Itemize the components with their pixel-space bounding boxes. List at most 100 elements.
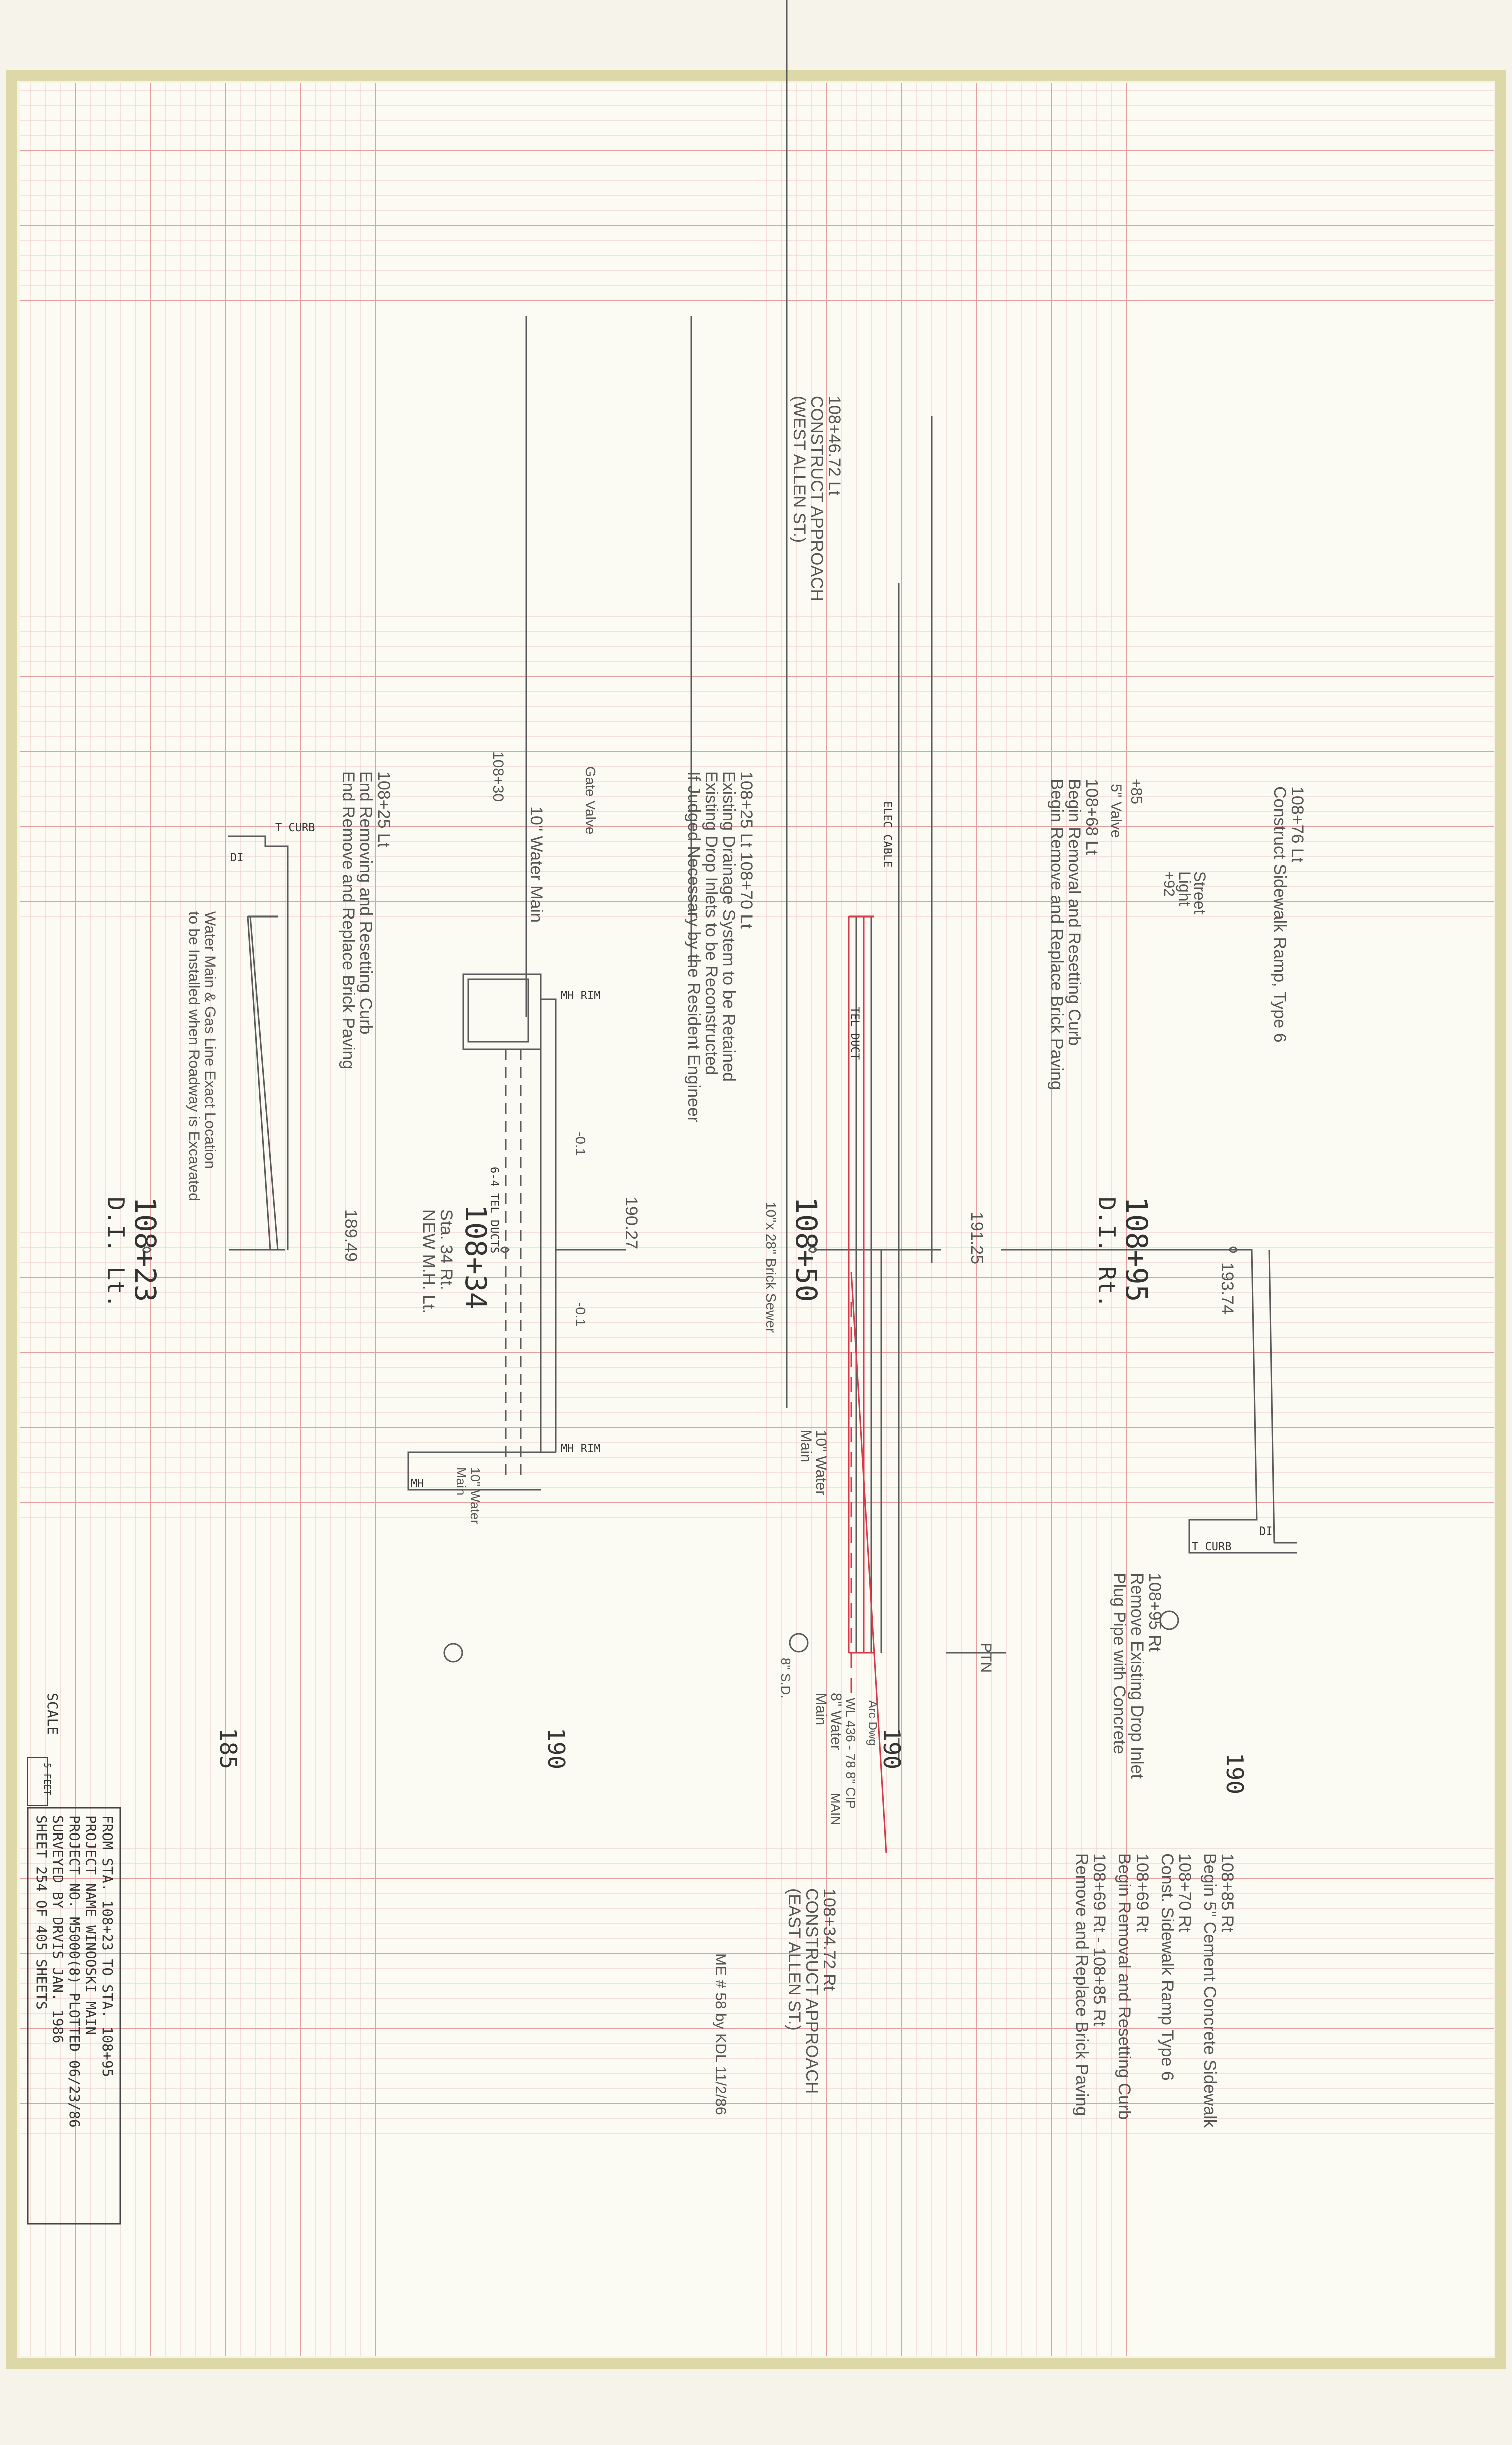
station-108-34-sub: Sta. 34 Rt. [437,1209,456,1290]
note-8in-water: 8" Water [828,1693,844,1750]
station-108-23: 108+23 [128,1197,162,1302]
note-ramp-type-6: Construct Sidewalk Ramp, Type 6 [1270,786,1289,1043]
title-block-frame [27,1807,121,2225]
tick-108-50 [808,1246,818,1253]
graph-grid-major [20,83,1494,2356]
label-elec-cable: ELEC CABLE [881,801,893,867]
tick-108-23 [142,1246,152,1253]
drawing-linework [142,583,1297,1765]
di-left-inner-a [247,916,271,1250]
elev-190-top: 190 [1221,1753,1248,1794]
note-east-allen-st: (EAST ALLEN ST.) [785,1888,804,2031]
note-plus-85: +85 [1128,779,1145,804]
note-existing-drop-inlets: Existing Drop Inlets to be Reconstructed [702,771,721,1075]
note-remove-di-sta: 108+95 Rt [1145,1573,1164,1652]
note-resident-engineer: If Judged Necessary by the Resident Engi… [684,771,703,1122]
station-108-34-elev: 190.27 [622,1197,641,1249]
note-existing-sta: 108+25 Lt 108+70 Lt [737,771,756,929]
label-red-pipe-main: MAIN [828,1793,843,1825]
label-ducts: 6-4 TEL DUCTS [488,1167,500,1253]
rotated-drawing [525,0,933,1408]
station-108-95-elev: 193.74 [1218,1262,1237,1314]
note-8in-water-main: Main [813,1693,829,1725]
note-st-92: +92 [1161,871,1177,897]
station-108-23-sub: D.I. Lt. [102,1197,129,1308]
label-di-left: DI [230,852,244,864]
elev-190-pipe: 190 [878,1728,905,1769]
elev-190-mid: 190 [543,1728,570,1769]
red-stamp: ME # 58 by KDL 11/2/86 [712,1953,729,2115]
label-t-curb-left: T CURB [275,822,315,834]
label-di-right: DI [1259,1525,1273,1538]
station-108-95: 108+95 [1119,1197,1154,1302]
note-west-allen-st: (WEST ALLEN ST.) [790,396,809,543]
station-108-50: 108+50 [789,1197,823,1302]
manhole-box-inner [467,978,529,1043]
note-end-removing-curb: End Removing and Resetting Curb [356,771,375,1034]
note-existing-drainage: Existing Drainage System to be Retained [719,771,738,1082]
note-gate-valve: Gate Valve [583,766,598,834]
note-water-gas-line: Water Main & Gas Line Exact Location [202,911,218,1169]
note-sidewalk-sta: 108+85 Rt [1218,1853,1237,1932]
title-line-sheet: SHEET 254 OF 405 SHEETS [33,1815,50,2010]
tick-108-34 [500,1246,510,1253]
label-t-curb-right: T CURB [1192,1541,1231,1553]
label-elev-top: -0.1 [573,1132,588,1156]
label-w-main: 10" Water [468,1467,483,1524]
note-street: Street [1191,871,1209,914]
di-right-outline [1188,1249,1297,1554]
note-8in-sd: 8" S.D. [778,1658,793,1698]
note-108-76: 108+76 Lt [1288,786,1307,863]
manhole-rim-top [540,974,557,1002]
di-left-outline [228,835,289,1250]
label-red-arc: Arc Dwg [866,1700,879,1746]
note-ramp-sta: 108+70 Rt [1175,1853,1194,1932]
note-curb-sta: 108+68 Lt [1082,779,1101,855]
note-begin-removal-curb: Begin Removal and Resetting Curb [1065,779,1084,1046]
circle-marker-b [789,1633,809,1653]
tick-108-95 [1228,1246,1238,1253]
label-ptn: PTN [978,1643,994,1673]
station-108-50-elev: 191.25 [967,1212,986,1264]
red-linework [848,915,887,1854]
title-line-project-no: PROJECT NO. M5000(8) PLOTTED 06/23/86 [66,1815,83,2128]
note-light: Light [1176,871,1194,906]
title-line-project-name: PROJECT NAME WINOOSKI MAIN [83,1815,99,2035]
note-plug-pipe: Plug Pipe with Concrete [1110,1573,1129,1754]
note-valve: 5" Valve [1108,784,1124,838]
station-108-34-sub2: NEW M.H. Lt. [419,1209,438,1314]
scale-bar: SCALE 5 FEET [27,1693,61,1806]
station-108-95-sub: D.I. Rt. [1093,1197,1120,1308]
note-begin-remove-brick: Begin Remove and Replace Brick Paving [1047,779,1066,1090]
red-pipe [850,1272,887,1854]
elev-185: 185 [215,1728,242,1769]
circle-marker-a [1159,1610,1179,1630]
title-line-from-to: FROM STA. 108+23 TO STA. 108+95 [99,1815,116,2077]
label-red-pipe: WL 436 - 78 8" CIP [843,1698,858,1809]
scale-label: SCALE [44,1693,61,1735]
note-east-approach: CONSTRUCT APPROACH [802,1888,821,2094]
note-10in-water-main-b: Main [798,1430,814,1462]
label-tel-duct: TEL DUCT [848,1007,861,1060]
note-curb-rt: Begin Removal and Resetting Curb [1115,1853,1134,2120]
note-construct-approach-sta: 108+46.72 Lt [825,396,844,496]
note-brick-rt-sta: 108+69 Rt - 108+85 Rt [1090,1853,1109,2026]
di-right-inner [1268,1249,1275,1543]
label-mh-rim-top: MH RIM [561,990,600,1002]
note-10in-water-main: 10" Water Main [527,806,546,923]
note-construct-approach: CONSTRUCT APPROACH [807,396,826,601]
text-layer: 190 190 190 185 108+95 D.I. Rt. 193.74 1… [102,396,1307,2128]
title-block: FROM STA. 108+23 TO STA. 108+95 PROJECT … [27,1807,121,2225]
scale-bar-label: 5 FEET [42,1763,52,1795]
label-mh: MH [411,1478,424,1490]
scale-bar-box [27,1757,48,1806]
note-end-sta: 108+25 Lt [374,771,393,848]
label-mh-rim-bottom: MH RIM [561,1443,600,1455]
title-line-surveyed: SURVEYED BY DRVIS JAN. 1986 [50,1815,66,2043]
note-brick-sewer: 10"x 28" Brick Sewer [763,1202,779,1333]
note-remove-di: Remove Existing Drop Inlet [1127,1573,1147,1779]
note-installed-excavated: to be Installed when Roadway is Excavate… [186,911,202,1201]
manhole-box [462,973,542,1050]
note-sidewalk-begin: Begin 5" Cement Concrete Sidewalk [1200,1853,1219,2128]
